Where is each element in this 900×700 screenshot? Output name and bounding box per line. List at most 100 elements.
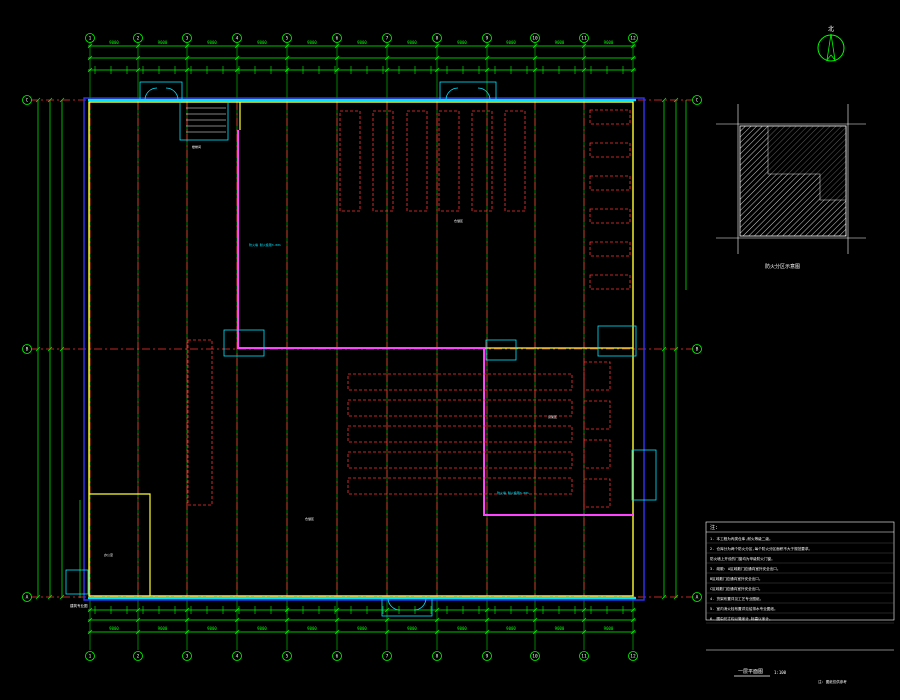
svg-text:6: 6 [336,36,339,42]
svg-text:5: 5 [286,36,289,42]
dim-bottom-3: 9000 [207,626,217,631]
door-openings [65,81,657,617]
dim-top-5: 9000 [307,40,317,45]
svg-text:5: 5 [286,654,289,660]
axis-bubble-left-B: B [22,344,32,354]
axis-bubble-bottom-2: 2 [133,651,143,661]
axis-bubble-top-11: 11 [579,33,589,43]
dim-top-3: 9000 [207,40,217,45]
axis-bubble-top-9: 9 [482,33,492,43]
note-line-1: 1. 本工程为丙类仓库,耐火等级二级。 [710,536,773,541]
key-plan: 防火分区示意图 [716,104,866,270]
rack-lower-4 [347,451,573,469]
svg-text:1: 1 [89,36,92,42]
svg-text:A: A [696,595,699,601]
axis-bubble-bottom-8: 8 [432,651,442,661]
rack-upper-2 [372,110,394,212]
drawing-footnote: 注: 图纸仅供参考 [818,679,847,684]
axis-bubble-top-7: 7 [382,33,392,43]
svg-text:4: 4 [236,654,239,660]
dim-bottom-7: 9000 [407,626,417,631]
axis-bubble-bottom-4: 4 [232,651,242,661]
dim-bottom-4: 9000 [257,626,267,631]
axis-bubble-right-B: B [692,344,702,354]
rack-lower-right-4 [583,478,611,508]
svg-text:2: 2 [137,36,140,42]
note-line-8: 5. 室内消火栓布置详见给排水专业图纸。 [710,606,778,611]
corner-note: 建筑专业图 [70,603,88,608]
axis-bubble-left-C: C [22,95,32,105]
note-line-6: C区疏散门应通向室外安全出口。 [710,586,762,591]
fire-partition-line [237,130,633,516]
key-plan-title: 防火分区示意图 [765,263,800,270]
svg-text:9: 9 [486,654,489,660]
svg-text:3: 3 [186,36,189,42]
rack-lower-right-1 [583,361,611,391]
svg-text:A: A [26,595,29,601]
drawing-scale: 1:100 [774,670,787,675]
svg-text:C: C [26,98,29,104]
dim-bottom-1: 9000 [109,626,119,631]
svg-text:B: B [696,347,699,353]
note-line-2: 2. 仓库分为两个防火分区,每个防火分区面积不大于规范要求。 [710,546,812,551]
rack-upper-4 [438,110,460,212]
svg-text:3: 3 [186,654,189,660]
svg-text:C: C [696,98,699,104]
dim-top-1: 9000 [109,40,119,45]
note-lines: 1. 本工程为丙类仓库,耐火等级二级。 2. 仓库分为两个防火分区,每个防火分区面… [706,536,894,624]
storage-racks [187,109,631,508]
note-line-4: 3. 疏散: A区疏散门应通向室外安全出口。 [710,566,780,571]
rack-right-4 [589,208,631,224]
axis-bubble-top-1: 1 [85,33,95,43]
svg-text:9: 9 [486,36,489,42]
dim-bottom-8: 9000 [457,626,467,631]
dimension-frames [37,45,687,633]
svg-text:1: 1 [89,654,92,660]
grid-axes [30,38,700,650]
svg-text:7: 7 [386,654,389,660]
annotation-zone-lower: 仓储区 [305,516,314,521]
svg-text:7: 7 [386,36,389,42]
drawing-title-text: 一层平面图 [738,669,763,675]
rack-lower-2 [347,399,573,417]
dim-top-10: 9000 [555,40,565,45]
north-label: 北 [828,25,834,33]
dimension-ticks [35,43,679,635]
annotation-office: 办公室 [104,552,113,557]
axis-bubble-right-C: C [692,95,702,105]
stair-hatch [186,107,226,133]
rack-lower-3 [347,425,573,443]
rack-left-tall [187,339,213,506]
svg-text:6: 6 [336,654,339,660]
svg-text:8: 8 [436,654,439,660]
axis-bubble-top-12: 12 [628,33,638,43]
svg-text:10: 10 [532,654,538,660]
dim-top-2: 9000 [158,40,168,45]
axis-bubble-bottom-5: 5 [282,651,292,661]
interior-partitions [89,102,633,596]
dim-top-4: 9000 [257,40,267,45]
axis-bubble-bottom-7: 7 [382,651,392,661]
axis-bubble-bottom-6: 6 [332,651,342,661]
dim-bottom-9: 9000 [506,626,516,631]
axis-bubble-top-6: 6 [332,33,342,43]
rack-upper-3 [406,110,428,212]
notes-heading: 注: [710,524,718,531]
dim-top-9: 9000 [506,40,516,45]
axis-bubble-top-2: 2 [133,33,143,43]
axis-bubble-top-4: 4 [232,33,242,43]
dim-top-7: 9000 [407,40,417,45]
rack-lower-right-2 [583,400,611,430]
rack-lower-5 [347,477,573,495]
rack-right-1 [589,109,631,125]
axis-bubble-bottom-1: 1 [85,651,95,661]
axis-bubble-bottom-9: 9 [482,651,492,661]
svg-text:12: 12 [630,36,636,42]
axis-bubble-top-3: 3 [182,33,192,43]
axis-bubble-left-A: A [22,592,32,602]
note-line-5: B区疏散门应通向室外安全出口。 [710,576,762,581]
dim-bottom-11: 9000 [604,626,614,631]
rack-right-6 [589,274,631,290]
